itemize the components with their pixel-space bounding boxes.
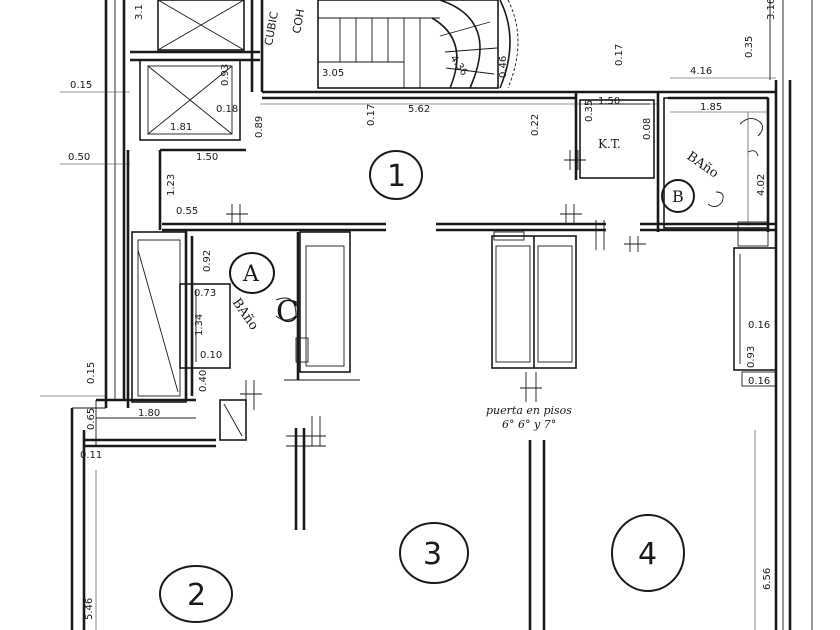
bathroom-b xyxy=(663,97,769,247)
bano-b-letter: B xyxy=(672,187,684,206)
bano-a-label: A BAño C xyxy=(229,252,299,334)
dim-label: 0.15 xyxy=(86,362,97,384)
dim-label: 4.02 xyxy=(756,174,767,196)
dim-label: 0.16 xyxy=(748,320,770,331)
dim-label: 0.11 xyxy=(80,450,102,461)
dim-label: 0.89 xyxy=(254,116,265,138)
dim-label: 0.22 xyxy=(530,114,541,136)
dim-label: 1.85 xyxy=(700,102,722,113)
dim-label: 3.05 xyxy=(322,68,344,79)
elevator-shafts xyxy=(130,0,264,141)
room-number-1: 1 xyxy=(387,159,406,194)
dim-label: 0.73 xyxy=(194,288,216,299)
bano-a-letter: A xyxy=(242,262,260,287)
dim-label: 0.93 xyxy=(746,346,757,368)
dim-label: 1.23 xyxy=(166,174,177,196)
dim-label: 0.55 xyxy=(176,206,198,217)
dim-label: 0.93 xyxy=(220,64,231,86)
dim-label: 0.10 xyxy=(200,350,222,361)
dim-label: 0.15 xyxy=(70,80,92,91)
cubicle-label: CUBIC xyxy=(262,10,281,46)
room-label-2: 2 xyxy=(159,565,233,623)
dimension-lines xyxy=(40,77,776,630)
cubicle-sub-label: COH xyxy=(290,8,307,35)
kitchen-label: K.T. xyxy=(598,137,621,151)
center-closets xyxy=(491,231,577,402)
left-duct xyxy=(131,231,247,441)
dimension-labels: 3.05 4.36 0.46 0.17 4.16 0.35 0.15 0.93 … xyxy=(68,0,777,620)
dim-label: 0.17 xyxy=(366,104,377,126)
bano-b-word: BAño xyxy=(684,149,722,182)
dim-label: 0.50 xyxy=(68,152,90,163)
dim-label: 0.35 xyxy=(744,36,755,58)
dim-label: 0.40 xyxy=(198,370,209,392)
dim-label: 0.08 xyxy=(642,118,653,140)
dim-label: 0.46 xyxy=(498,56,509,78)
dim-label: 1.50 xyxy=(196,152,218,163)
bano-a-word: BAño xyxy=(229,296,262,334)
room-number-3: 3 xyxy=(423,537,442,572)
dim-label: 4.36 xyxy=(448,53,470,78)
room-label-4: 4 xyxy=(611,514,685,592)
bano-a-extra: C xyxy=(276,295,299,330)
note-line-2: 6° 6° y 7° xyxy=(502,418,556,431)
right-column xyxy=(733,247,777,387)
note-line-1: puerta en pisos xyxy=(486,404,572,417)
dim-label: 0.17 xyxy=(614,44,625,66)
dim-label: 5.46 xyxy=(84,598,95,620)
room-label-3: 3 xyxy=(399,522,469,584)
room-number-2: 2 xyxy=(187,578,206,613)
dim-label: 0.35 xyxy=(584,100,595,122)
dim-label: 3.16 xyxy=(766,0,777,20)
dim-label: 5.62 xyxy=(408,104,430,115)
dim-label: 1.81 xyxy=(170,122,192,133)
dim-label: 0.65 xyxy=(86,408,97,430)
dim-label: 0.18 xyxy=(216,104,238,115)
dim-label: 0.92 xyxy=(202,250,213,272)
bano-b-label: B BAño xyxy=(661,149,722,213)
dim-label: 1.80 xyxy=(138,408,160,419)
room-label-1: 1 xyxy=(369,150,423,200)
dim-label: 3.1 xyxy=(134,4,145,20)
staircase xyxy=(317,0,519,89)
dim-label: 1.34 xyxy=(194,314,205,336)
dim-label: 1.50 xyxy=(598,96,620,107)
dim-label: 6.56 xyxy=(762,568,773,590)
room-number-4: 4 xyxy=(638,537,657,572)
dim-label: 4.16 xyxy=(690,66,712,77)
dim-label: 0.16 xyxy=(748,376,770,387)
lower-rooms-walls xyxy=(84,398,546,630)
